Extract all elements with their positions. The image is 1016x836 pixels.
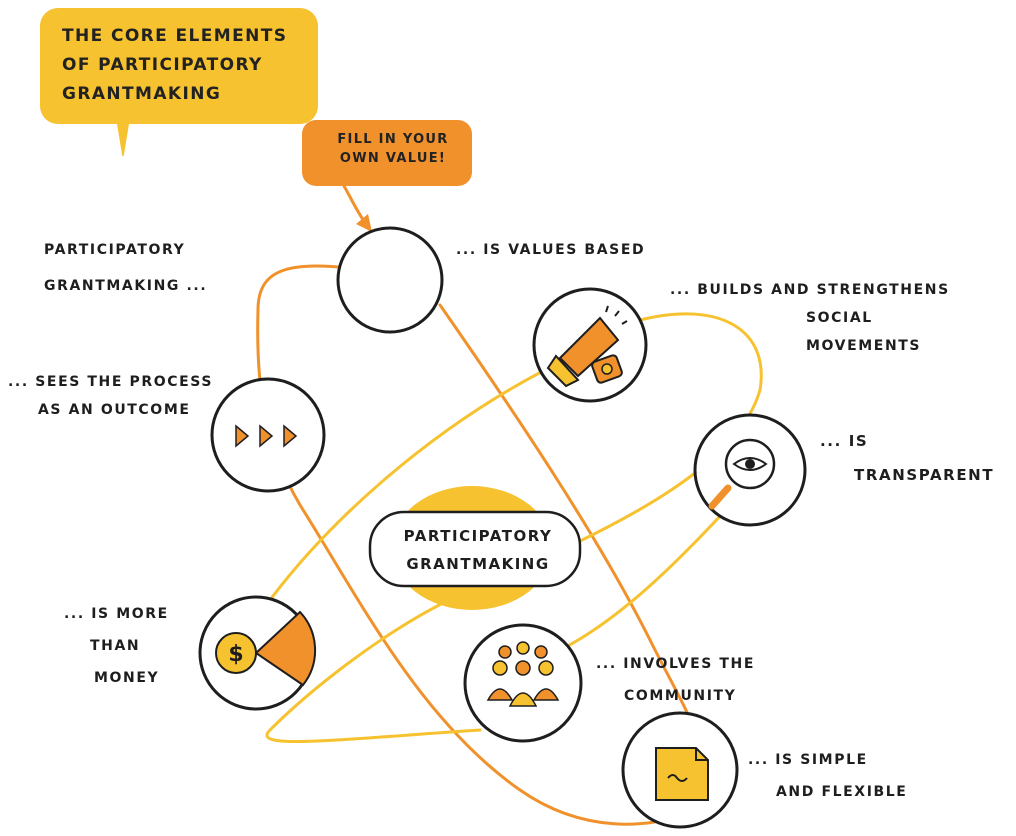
side-label-line: GRANTMAKING ...: [44, 268, 212, 304]
diagram-title: THE CORE ELEMENTS OF PARTICIPATORY GRANT…: [62, 22, 312, 109]
megaphone-icon: [546, 305, 628, 388]
center-label: PARTICIPATORY GRANTMAKING: [378, 522, 578, 578]
side-label: PARTICIPATORY GRANTMAKING ...: [44, 232, 212, 304]
label-line: THAN: [90, 638, 141, 654]
magnifier-eye-icon: [708, 438, 776, 510]
values-circle: [336, 226, 444, 334]
transparent-label: ... IS TRANSPARENT: [820, 424, 994, 492]
triple-arrow-icon: [235, 424, 298, 448]
values-label: ... IS VALUES BASED: [456, 236, 645, 264]
people-group-icon: [486, 641, 560, 707]
fill-in-line: FILL IN YOUR: [337, 132, 449, 147]
yellow-loop-left: [268, 368, 547, 602]
label-line: ... IS MORE: [64, 606, 169, 622]
community-circle: [463, 623, 583, 743]
fill-in-bubble: [302, 120, 472, 186]
label-line: ... IS VALUES BASED: [456, 242, 646, 258]
money-label: ... IS MORE THAN MONEY: [64, 598, 169, 694]
side-label-line: PARTICIPATORY: [44, 232, 212, 268]
orange-loop: [256, 264, 702, 826]
community-label: ... INVOLVES THE COMMUNITY: [596, 648, 755, 712]
fill-in-text: FILL IN YOUR OWN VALUE!: [318, 130, 468, 168]
simple-label: ... IS SIMPLE AND FLEXIBLE: [748, 744, 907, 808]
center-label-line: PARTICIPATORY: [403, 527, 553, 545]
label-line: ... INVOLVES THE: [596, 656, 756, 672]
label-line: AND FLEXIBLE: [776, 784, 908, 800]
label-line: AS AN OUTCOME: [38, 402, 191, 418]
label-line: SOCIAL: [806, 310, 873, 326]
center-label-line: GRANTMAKING: [406, 555, 550, 573]
document-icon: [655, 747, 709, 801]
coin-pie-icon: $: [215, 610, 317, 687]
label-line: COMMUNITY: [624, 688, 737, 704]
process-label: ... SEES THE PROCESS AS AN OUTCOME: [8, 368, 213, 424]
arrow-head: [356, 214, 372, 232]
label-line: ... SEES THE PROCESS: [8, 374, 214, 390]
center-label-box: [368, 510, 582, 588]
title-line: GRANTMAKING: [62, 84, 222, 104]
yellow-loop-right: [558, 498, 737, 652]
arrow-line: [342, 184, 368, 226]
title-line: THE CORE ELEMENTS: [62, 26, 288, 46]
title-line: OF PARTICIPATORY: [62, 55, 263, 75]
label-line: ... BUILDS AND STRENGTHENS: [670, 282, 950, 298]
movements-label: ... BUILDS AND STRENGTHENS SOCIAL MOVEME…: [670, 276, 950, 360]
svg-text:$: $: [228, 642, 243, 667]
label-line: MONEY: [94, 670, 160, 686]
label-line: ... IS SIMPLE: [748, 752, 868, 768]
label-line: TRANSPARENT: [854, 466, 995, 484]
title-bubble: [40, 8, 318, 124]
label-line: ... IS: [820, 432, 869, 450]
label-line: MOVEMENTS: [806, 338, 922, 354]
fill-in-line: OWN VALUE!: [339, 151, 447, 166]
